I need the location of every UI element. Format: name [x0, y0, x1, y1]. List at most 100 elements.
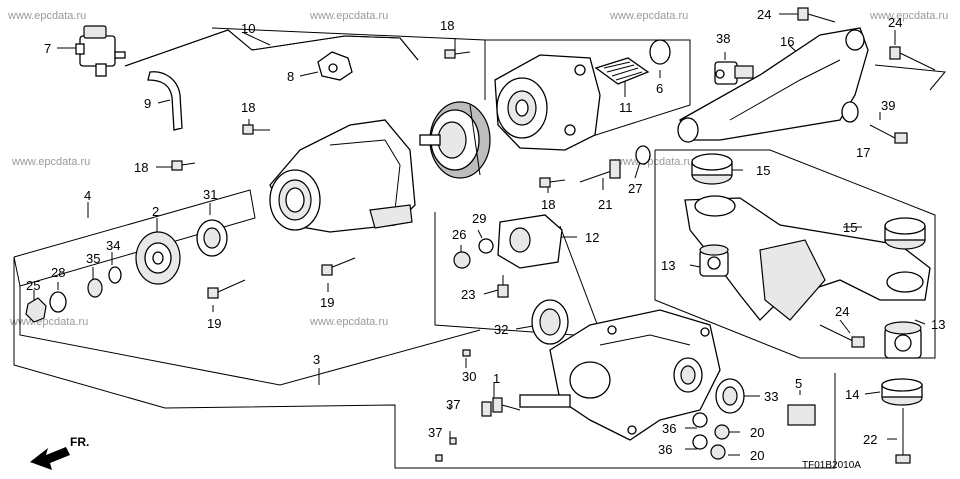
callout-15b: 15: [843, 220, 857, 235]
companion-flange-2: [135, 231, 181, 285]
bolt-23: [497, 275, 509, 298]
callout-32: 32: [494, 322, 508, 337]
plug-20b: [710, 444, 726, 460]
bolt-24c: [819, 324, 865, 348]
seal-28: [49, 291, 67, 313]
callout-30: 30: [462, 369, 476, 384]
bolt-18c: [171, 160, 196, 171]
tube-clip: [317, 51, 353, 81]
bushing-13a: [699, 244, 729, 277]
frame-3: [13, 257, 836, 469]
frame-16: [874, 64, 946, 91]
pivot-bolt: [579, 159, 621, 183]
washer-36a: [692, 412, 708, 428]
callout-1: 1: [493, 371, 500, 386]
dowel-30: [462, 349, 471, 357]
frame-17: [654, 149, 936, 359]
callout-21: 21: [598, 197, 612, 212]
callout-37a: 37: [446, 397, 460, 412]
callout-17: 17: [856, 145, 870, 160]
watermark: www.epcdata.ru: [309, 316, 388, 328]
callout-26: 26: [452, 227, 466, 242]
washer-35: [87, 278, 103, 298]
bushing-13b: [884, 321, 922, 359]
callout-18b: 18: [241, 100, 255, 115]
leader-lines: [33, 13, 926, 456]
front-direction-arrow: FR.: [30, 435, 89, 470]
o-ring-34: [108, 266, 122, 284]
callout-27: 27: [628, 181, 642, 196]
oil-seal-31: [196, 219, 228, 257]
long-bolt: [895, 408, 911, 464]
callout-12: 12: [585, 230, 599, 245]
diff-bracket: [497, 214, 563, 269]
callout-8: 8: [287, 69, 294, 84]
callout-34: 34: [106, 238, 120, 253]
callout-36b: 36: [658, 442, 672, 457]
callout-31: 31: [203, 187, 217, 202]
callout-36a: 36: [662, 421, 676, 436]
differential-carrier: [519, 309, 721, 441]
callout-4: 4: [84, 188, 91, 203]
bolt-18d: [539, 177, 566, 188]
dowel-37a: [449, 437, 457, 445]
bolt-39: [869, 124, 908, 144]
diff-mount-bracket: [677, 27, 869, 143]
front-label: FR.: [70, 435, 89, 449]
snap-ring: [649, 39, 671, 65]
callout-39: 39: [881, 98, 895, 113]
callout-10: 10: [241, 21, 255, 36]
callout-19a: 19: [320, 295, 334, 310]
callout-7: 7: [44, 41, 51, 56]
mount-cushion-15b: [884, 217, 926, 250]
watermark: www.epcdata.ru: [869, 10, 948, 22]
callout-3: 3: [313, 352, 320, 367]
callout-20a: 20: [750, 425, 764, 440]
callout-18c: 18: [134, 160, 148, 175]
callout-16: 16: [780, 34, 794, 49]
filter: [594, 57, 650, 85]
callout-19b: 19: [207, 316, 221, 331]
bolt-18a: [444, 49, 471, 59]
caution-label: [787, 404, 816, 426]
callout-23: 23: [461, 287, 475, 302]
bolt-19a: [207, 279, 246, 299]
callout-18d: 18: [541, 197, 555, 212]
frame-3-inner: [19, 286, 481, 386]
nut-25: [25, 297, 47, 323]
clutch-hub: [419, 101, 491, 179]
callout-22: 22: [863, 432, 877, 447]
callout-14: 14: [845, 387, 859, 402]
watermark: www.epcdata.ru: [7, 10, 86, 22]
washer: [635, 145, 651, 165]
breather-tube-inner: [124, 29, 419, 67]
watermark: www.epcdata.ru: [11, 156, 90, 168]
callout-9: 9: [144, 96, 151, 111]
dowel-37b: [435, 454, 443, 462]
oil-seal-32: [531, 299, 569, 345]
callout-24b: 24: [888, 15, 902, 30]
bolt-24a: [797, 7, 836, 23]
rear-subframe: [684, 195, 931, 321]
extension-housing: [269, 119, 416, 233]
callout-2: 2: [152, 204, 159, 219]
callout-24c: 24: [835, 304, 849, 319]
lower-stopper: [881, 378, 923, 406]
callout-6: 6: [656, 81, 663, 96]
washer-36b: [692, 434, 708, 450]
group-frames: [13, 27, 946, 469]
callout-28: 28: [51, 265, 65, 280]
watermark: www.epcdata.ru: [614, 156, 693, 168]
vent-hose: [147, 71, 183, 131]
bolt-19b: [321, 257, 356, 276]
drawing-code: TF01B2010A: [802, 460, 861, 471]
callout-15a: 15: [756, 163, 770, 178]
callout-25: 25: [26, 278, 40, 293]
callout-11: 11: [619, 100, 633, 115]
watermark: www.epcdata.ru: [309, 10, 388, 22]
callout-13a: 13: [661, 258, 675, 273]
bolt-24b: [889, 46, 936, 71]
callout-18a: 18: [440, 18, 454, 33]
shim-set: [481, 397, 521, 417]
